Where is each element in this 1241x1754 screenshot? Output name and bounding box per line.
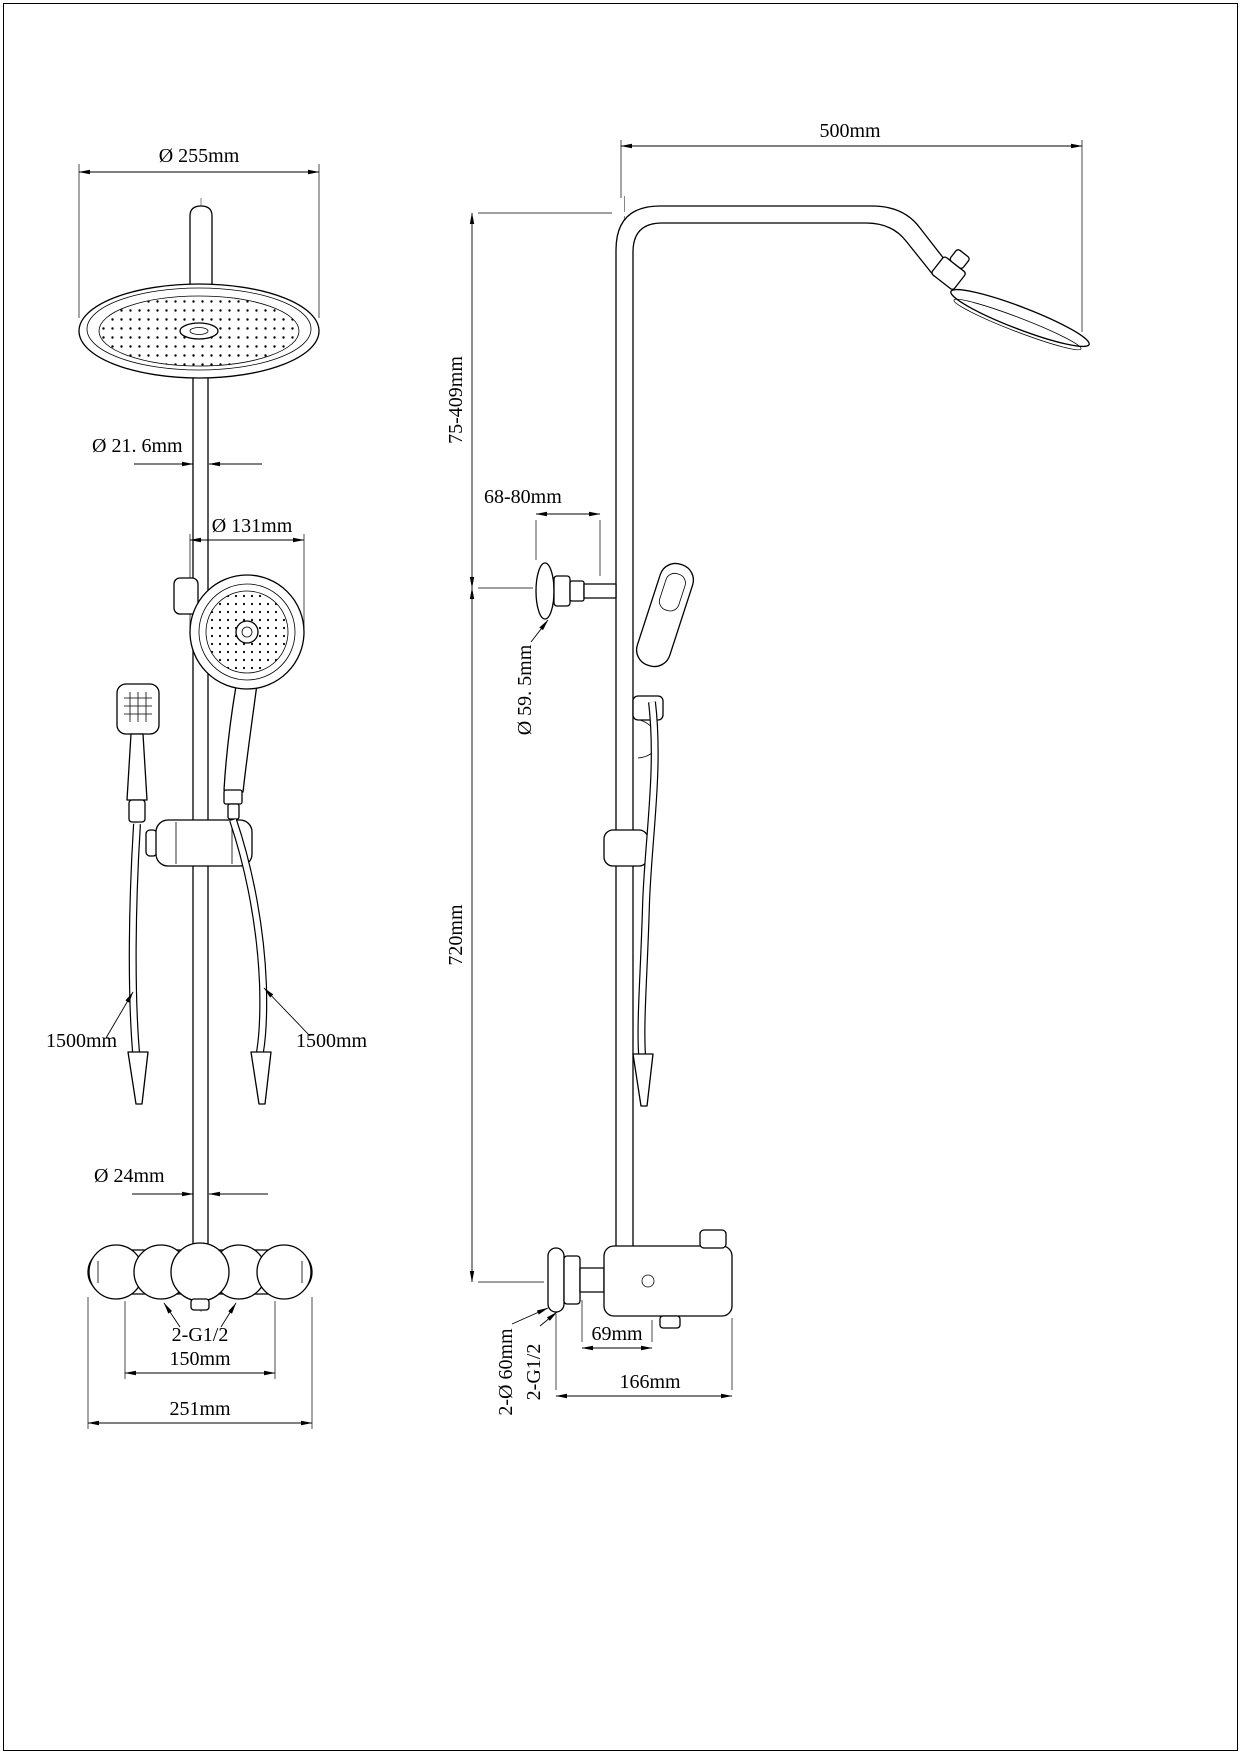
- label-outlet-thread-side: 2-G1/2: [523, 1311, 558, 1401]
- label-flange-diameter: 2-Ø 60mm: [495, 1307, 549, 1416]
- right-hose-length-text: 1500mm: [296, 1030, 368, 1052]
- hose-side: [632, 701, 659, 1107]
- label-handshower-diameter: Ø 131mm: [212, 515, 293, 537]
- body-offset-text: 69mm: [591, 1323, 643, 1345]
- hand-shower-side: [632, 562, 695, 759]
- arm-reach-text: 500mm: [819, 120, 881, 142]
- bracket-offset-text: 68-80mm: [484, 486, 562, 508]
- shower-arm-head-side: [931, 249, 1090, 351]
- right-hose-front: [229, 818, 272, 1105]
- label-head-diameter: Ø 255mm: [159, 145, 240, 167]
- dim-inlet-spacing: 150mm: [124, 1301, 276, 1379]
- mixer-valve-side: [547, 1229, 733, 1329]
- dim-body-depth: 166mm: [555, 1314, 733, 1399]
- hand-shower-front: [173, 574, 305, 820]
- label-left-hose-length: 1500mm: [46, 991, 134, 1052]
- mixer-valve-front: [87, 1242, 313, 1311]
- dim-pipe-diameter: Ø 21. 6mm: [92, 435, 262, 467]
- overhead-shower-front: [78, 205, 320, 379]
- label-holder-diameter: Ø 59. 5mm: [514, 619, 549, 735]
- front-view: Ø 255mm Ø 21. 6mm Ø 131mm: [46, 145, 368, 1429]
- slide-bar-text: 720mm: [445, 904, 467, 966]
- column-side: [615, 205, 949, 1253]
- label-right-hose-length: 1500mm: [263, 987, 368, 1052]
- body-width-text: 251mm: [169, 1398, 231, 1420]
- body-depth-text: 166mm: [619, 1371, 681, 1393]
- label-riser-diameter: Ø 24mm: [94, 1165, 165, 1187]
- dim-arm-reach: 500mm: [620, 120, 1083, 332]
- outlet-thread-text: 2-G1/2: [523, 1344, 545, 1401]
- head-height-range-text: 75-409mm: [445, 356, 467, 444]
- side-view: 500mm 75-409mm 68-80mm Ø 59. 5mm: [445, 120, 1090, 1416]
- wall-bracket-side: [535, 562, 617, 620]
- label-inlet-thread: 2-G1/2: [163, 1302, 237, 1346]
- label-pipe-diameter: Ø 21. 6mm: [92, 435, 183, 457]
- wand-shower-front: [116, 683, 160, 823]
- dim-bracket-offset: 68-80mm: [484, 486, 601, 576]
- dim-body-offset: 69mm: [581, 1300, 653, 1351]
- dim-slide-bar: 720mm: [445, 587, 544, 1283]
- slide-clamp-side: [603, 829, 649, 867]
- left-hose-front: [127, 823, 149, 1105]
- dim-riser-diameter: Ø 24mm: [94, 1165, 268, 1197]
- flange-diameter-text: 2-Ø 60mm: [495, 1328, 517, 1416]
- riser-pipe-front: [192, 375, 209, 1253]
- inlet-spacing-text: 150mm: [169, 1348, 231, 1370]
- dim-body-width: 251mm: [87, 1297, 313, 1429]
- inlet-thread-text: 2-G1/2: [172, 1324, 229, 1346]
- holder-diameter-text: Ø 59. 5mm: [514, 644, 536, 735]
- dim-head-height-range: 75-409mm: [445, 212, 612, 589]
- dim-head-diameter: Ø 255mm: [78, 145, 320, 318]
- left-hose-length-text: 1500mm: [46, 1030, 118, 1052]
- slider-bracket-front: [145, 819, 253, 867]
